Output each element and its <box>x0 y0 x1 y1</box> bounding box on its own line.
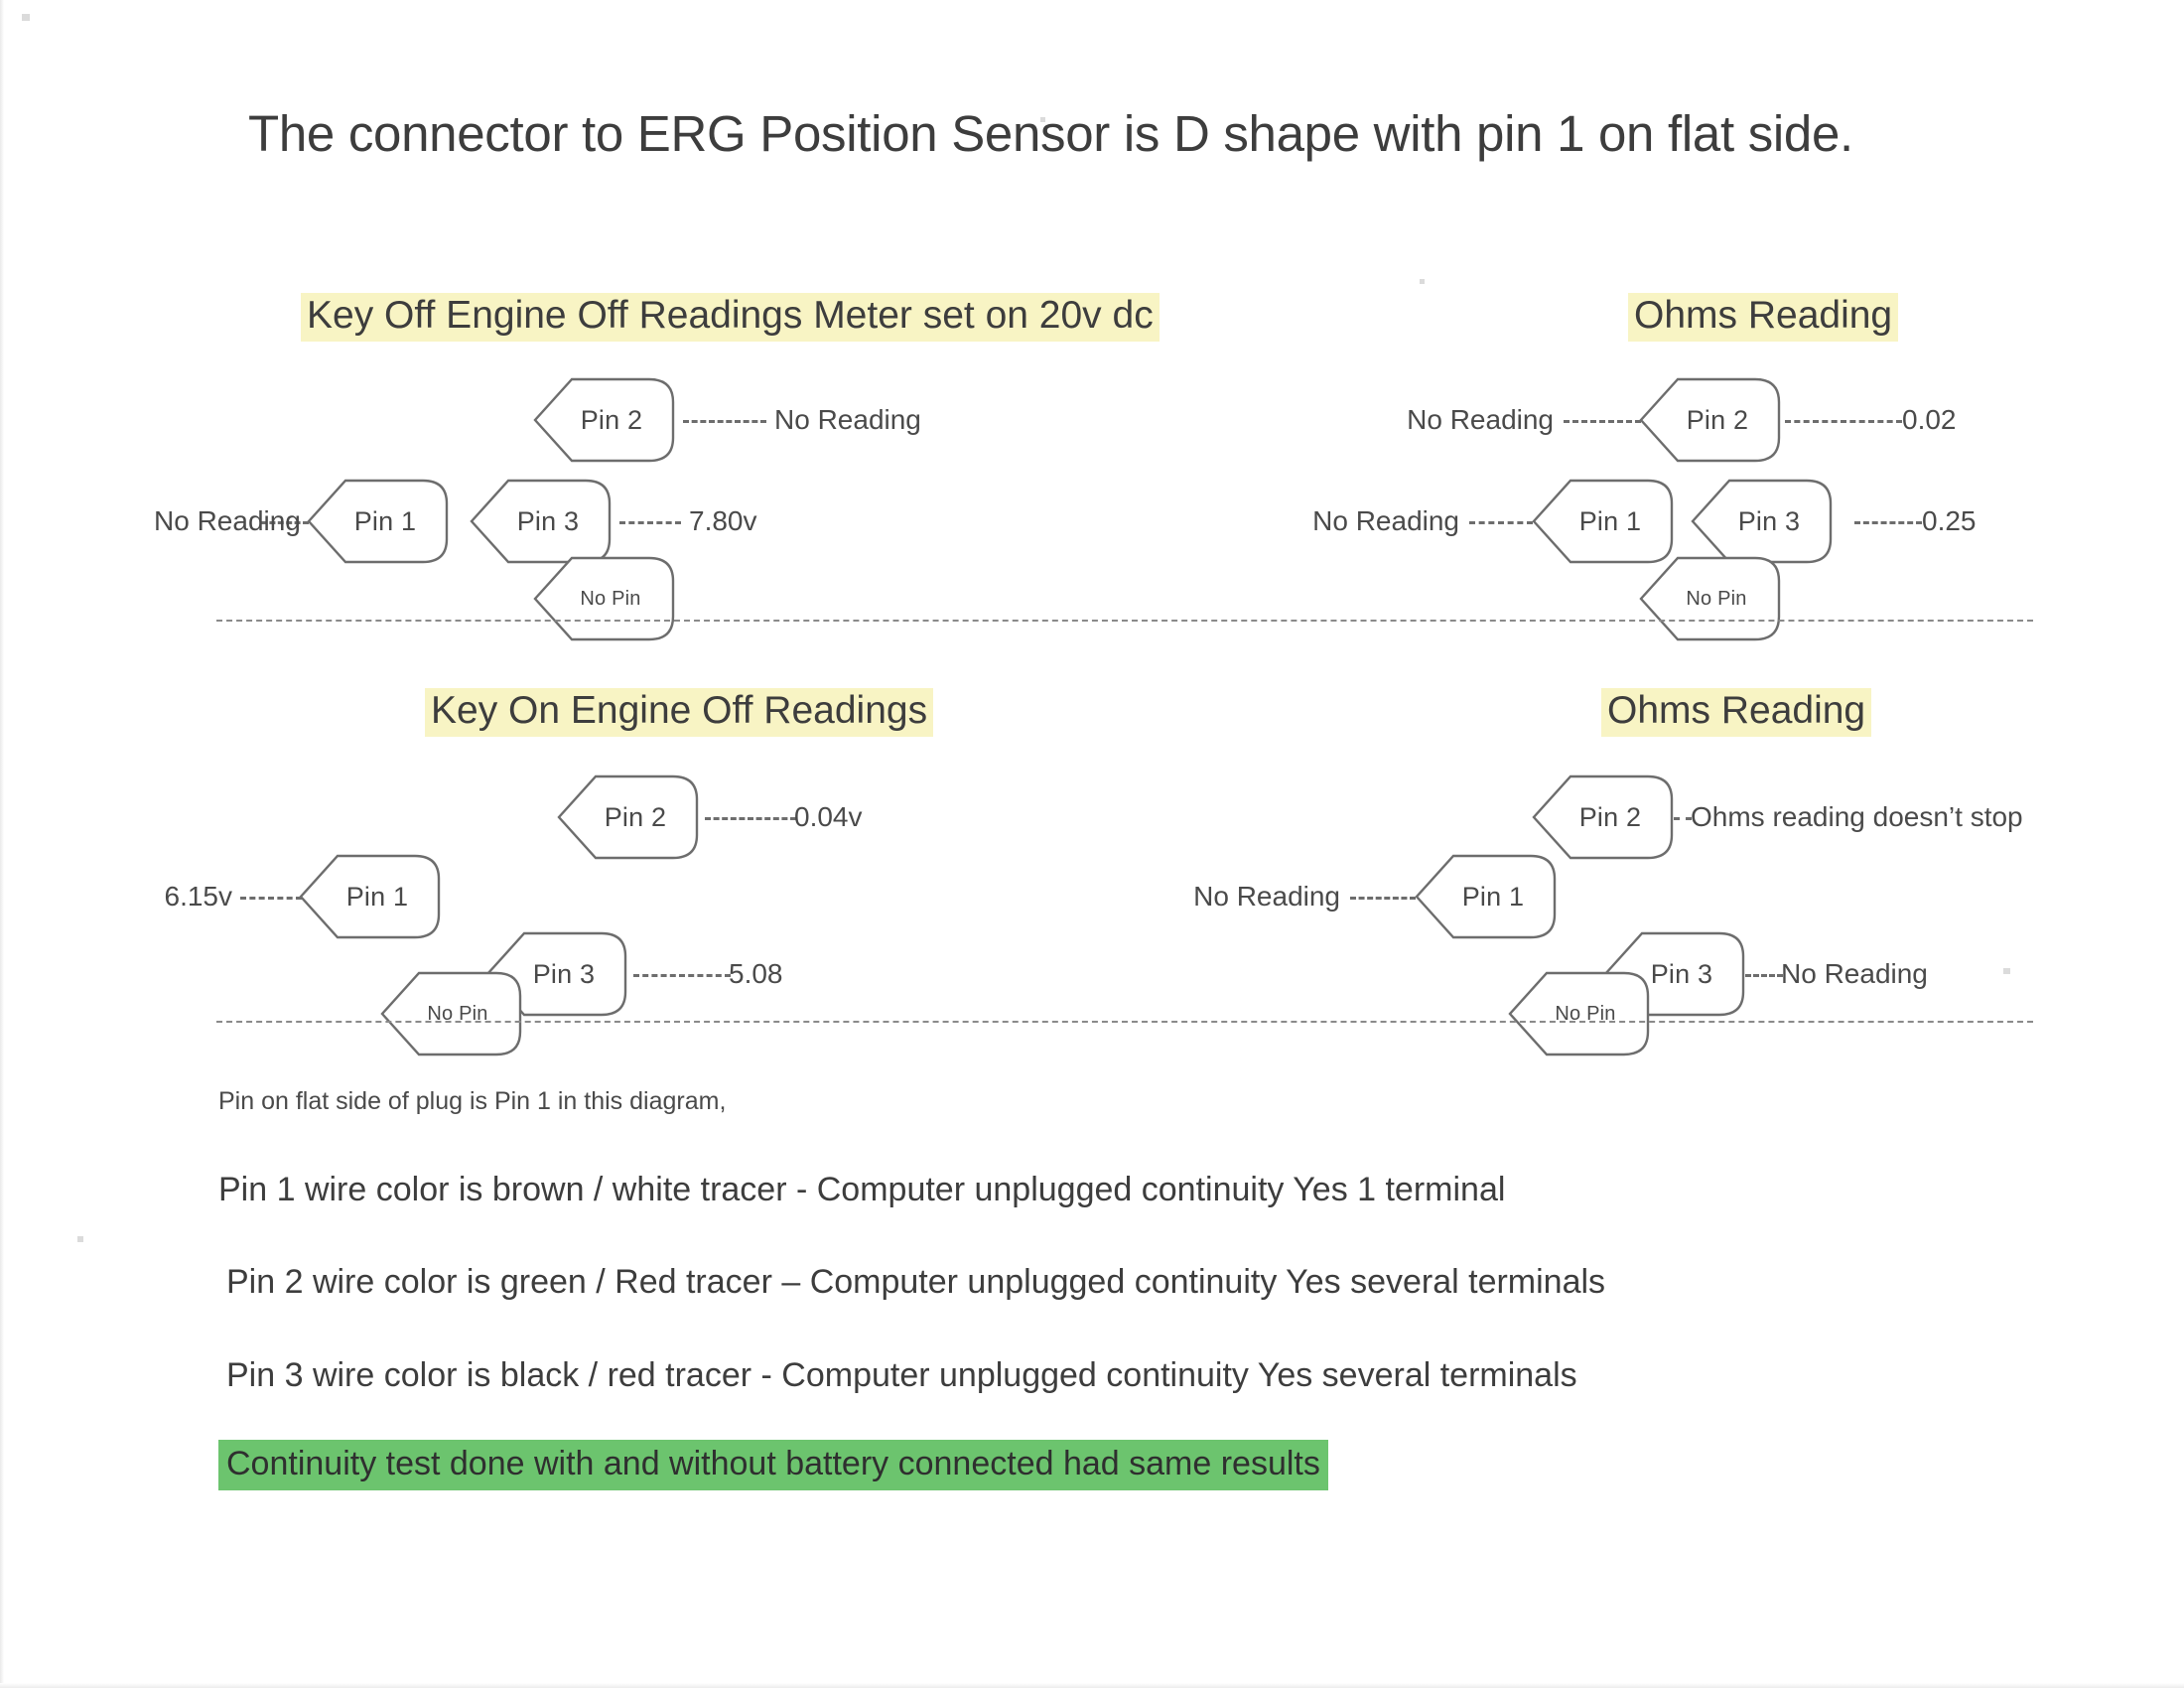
reading-pin3-right: No Reading <box>1781 958 1928 989</box>
section-divider-2 <box>216 1021 2033 1023</box>
leader-line-pin1-left <box>261 521 309 524</box>
pin-cell-pin3: Pin 3 <box>1690 479 1833 564</box>
leader-line-pin2-right <box>705 817 796 820</box>
scan-speck <box>2003 968 2010 974</box>
diagram-key-off-engine-off-ohms: Pin 2 No Reading 0.02 Pin 1 No Reading P… <box>1271 357 2184 641</box>
pin-label: No Pin <box>580 587 641 610</box>
reading-pin3-right: 0.25 <box>1922 505 1977 536</box>
pin-label: Pin 2 <box>1578 801 1642 832</box>
pin-label: Pin 2 <box>604 801 667 832</box>
reading-pin2-right: 0.04v <box>794 801 863 832</box>
diagram-key-on-engine-off-volts: Pin 2 0.04v Pin 1 6.15v Pin 3 5.08 No <box>165 755 1191 1056</box>
notes-caption: Pin on flat side of plug is Pin 1 in thi… <box>218 1087 727 1115</box>
pin-label: No Pin <box>427 1002 488 1025</box>
scan-edge-bottom <box>0 1683 2184 1688</box>
leader-line-pin1-left <box>1350 897 1416 900</box>
pin-cell-pin1: Pin 1 <box>1414 854 1557 939</box>
pin-label: Pin 2 <box>1686 404 1749 435</box>
d-shape-outline <box>1639 377 1781 463</box>
section-title-key-on-ohms: Ohms Reading <box>1601 688 1872 737</box>
pin-label: Pin 3 <box>532 958 596 989</box>
pin-label: Pin 2 <box>580 404 643 435</box>
pin-cell-pin3: Pin 3 <box>469 479 612 564</box>
pin-label: Pin 1 <box>345 881 409 912</box>
pin-cell-nopin: No Pin <box>379 971 522 1056</box>
pin-cell-pin3: Pin 3 <box>484 931 627 1017</box>
pin-cell-pin1: Pin 1 <box>298 854 441 939</box>
d-shape-outline <box>1415 854 1557 939</box>
note-pin1-wire-color: Pin 1 wire color is brown / white tracer… <box>218 1171 1506 1208</box>
d-shape-outline <box>1508 971 1650 1056</box>
d-shape-outline <box>307 479 449 564</box>
pin-label: Pin 3 <box>516 505 580 536</box>
d-shape-outline <box>533 377 675 463</box>
reading-pin2-right: No Reading <box>774 404 921 435</box>
reading-pin1-left: No Reading <box>1312 505 1459 536</box>
d-shape-outline <box>380 971 522 1056</box>
pin-label: No Pin <box>1555 1002 1616 1025</box>
pin-cell-pin2: Pin 2 <box>556 774 699 860</box>
leader-line-pin2-right <box>1785 420 1902 423</box>
reading-pin1-left: 6.15v <box>164 881 233 912</box>
note-continuity-test-highlighted: Continuity test done with and without ba… <box>218 1440 1328 1491</box>
scan-speck <box>1420 279 1425 284</box>
pin-cell-pin2: Pin 2 <box>1531 774 1674 860</box>
reading-pin2-right: 0.02 <box>1902 404 1957 435</box>
note-pin3-wire-color: Pin 3 wire color is black / red tracer -… <box>226 1356 1577 1394</box>
scan-edge-left <box>0 0 4 1688</box>
pin-label: Pin 1 <box>1461 881 1525 912</box>
pin-cell-nopin: No Pin <box>1638 556 1781 641</box>
leader-line-pin3-right <box>1854 521 1922 524</box>
pin-cell-nopin: No Pin <box>1507 971 1650 1056</box>
pin-label: Pin 3 <box>1737 505 1801 536</box>
leader-line-pin2-right <box>683 420 766 423</box>
leader-line-pin2-right <box>1674 817 1692 820</box>
leader-line-pin3-right <box>633 974 731 977</box>
section-title-key-on-volts: Key On Engine Off Readings <box>425 688 934 737</box>
d-shape-outline <box>485 931 627 1017</box>
pin-label: Pin 1 <box>1578 505 1642 536</box>
d-shape-outline <box>533 556 675 641</box>
note-pin2-wire-color: Pin 2 wire color is green / Red tracer –… <box>226 1263 1606 1301</box>
pin-cell-pin2: Pin 2 <box>1638 377 1781 463</box>
reading-pin1-left: No Reading <box>154 505 301 536</box>
reading-pin3-right: 5.08 <box>729 958 783 989</box>
section-divider-1 <box>216 620 2033 622</box>
scan-speck <box>1040 117 1045 122</box>
d-shape-outline <box>1532 479 1674 564</box>
scan-speck <box>22 14 30 21</box>
pin-label: No Pin <box>1686 587 1747 610</box>
pin-cell-nopin: No Pin <box>532 556 675 641</box>
d-shape-outline <box>299 854 441 939</box>
d-shape-outline <box>1691 479 1833 564</box>
pin-label: Pin 1 <box>353 505 417 536</box>
scan-speck <box>77 1236 83 1242</box>
d-shape-outline <box>1639 556 1781 641</box>
pin-cell-pin2: Pin 2 <box>532 377 675 463</box>
diagram-key-on-engine-off-ohms: Pin 2 Ohms reading doesn’t stop Pin 1 No… <box>1191 755 2184 1056</box>
pin-cell-pin1: Pin 1 <box>306 479 449 564</box>
leader-line-pin1-left <box>1469 521 1533 524</box>
diagram-key-off-engine-off-volts: Pin 2 No Reading Pin 1 No Reading Pin 3 … <box>154 357 1191 641</box>
section-title-key-off-volts: Key Off Engine Off Readings Meter set on… <box>301 293 1160 342</box>
section-title-key-off-ohms: Ohms Reading <box>1628 293 1899 342</box>
reading-pin2-right: Ohms reading doesn’t stop <box>1691 801 2023 832</box>
pin-cell-pin1: Pin 1 <box>1531 479 1674 564</box>
reading-pin2-left: No Reading <box>1407 404 1554 435</box>
leader-line-pin2-left <box>1564 420 1641 423</box>
leader-line-pin3-right <box>619 521 681 524</box>
d-shape-outline <box>557 774 699 860</box>
pin-label: Pin 3 <box>1650 958 1713 989</box>
page-title: The connector to ERG Position Sensor is … <box>248 105 1853 162</box>
d-shape-outline <box>1532 774 1674 860</box>
reading-pin1-left: No Reading <box>1193 881 1340 912</box>
leader-line-pin3-right <box>1745 974 1783 977</box>
reading-pin3-right: 7.80v <box>689 505 757 536</box>
leader-line-pin1-left <box>240 897 302 900</box>
